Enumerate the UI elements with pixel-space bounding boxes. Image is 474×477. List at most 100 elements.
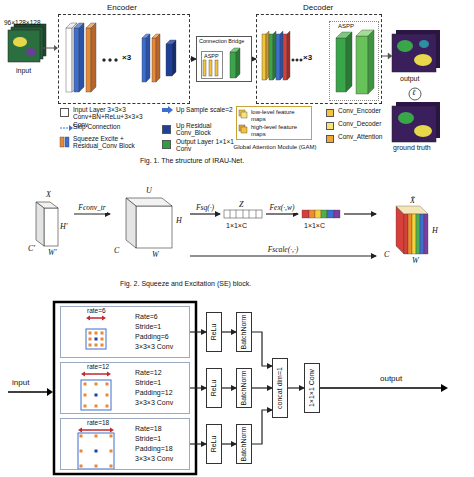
input-volume xyxy=(8,24,58,62)
ground-truth-label: ground truth xyxy=(393,144,431,152)
se-cube-scaled xyxy=(396,206,428,254)
connector xyxy=(222,331,236,332)
connector xyxy=(190,213,220,214)
legend-text: Up Sample scale=2 xyxy=(176,106,234,113)
node-text: ReLu xyxy=(210,380,218,397)
bridge-blocks xyxy=(203,48,240,78)
connection-bridge: Connection BridgeASPP xyxy=(196,36,252,82)
node-text: H' xyxy=(60,222,68,231)
figure-caption: Fig. 1. The structure of IRAU-Net. xyxy=(140,157,244,165)
concat-box: concat dim=1 xyxy=(272,358,288,418)
connector xyxy=(74,213,110,214)
node-text: Padding=6 xyxy=(135,333,169,341)
squeeze-bar xyxy=(224,210,262,218)
legend-text: Up Residual Conv_Block xyxy=(176,122,234,137)
connector xyxy=(252,332,272,366)
node-text: concat dim=1 xyxy=(276,367,284,409)
legend-text: Conv_Attention xyxy=(338,133,388,140)
node-text: rate=6 xyxy=(87,307,106,314)
dimension-label: 96×128×128 xyxy=(4,19,41,26)
legend-swatch xyxy=(326,109,334,117)
node-text: Stride=1 xyxy=(135,323,161,331)
node-text: C xyxy=(384,250,389,259)
node-text: H xyxy=(432,226,438,235)
node-text: 3×3×3 Conv xyxy=(135,399,173,407)
node-text: Rate=6 xyxy=(135,313,158,321)
aspp-frame xyxy=(8,302,448,474)
excitation-vector: 1×1×C xyxy=(298,200,344,240)
connector xyxy=(190,387,206,388)
connector xyxy=(266,213,298,214)
aspp-box: ASPP xyxy=(329,21,379,101)
connector xyxy=(190,255,376,256)
node-text: 3×3×3 Conv xyxy=(135,455,173,463)
dilated-conv-box: rate=6Rate=6Stride=1Padding=63×3×3 Conv xyxy=(60,306,190,358)
node-text: BatchNorm xyxy=(240,426,248,461)
connector xyxy=(344,213,376,214)
node-text: Decoder xyxy=(303,3,333,12)
node-text: W xyxy=(152,250,159,259)
legend-text: Squeeze Excite + Residual_Conv Block xyxy=(73,135,158,150)
dilated-kernel-grids xyxy=(78,329,114,469)
node-text: Padding=18 xyxy=(135,445,173,453)
attention-module: low-level feature mapshigh-level feature… xyxy=(236,106,312,140)
output-volume xyxy=(392,30,440,72)
connector xyxy=(190,443,206,444)
batchnorm-box: BatchNorm xyxy=(236,312,252,352)
legend-text: Output Layer 1×1×1 Conv xyxy=(176,138,234,153)
relu-box: ReLu xyxy=(206,312,222,352)
loss-symbol: ℓ xyxy=(412,88,415,97)
legend-swatch xyxy=(162,140,171,149)
dilated-conv-box: rate=12Rate=12Stride=1Padding=123×3×3 Co… xyxy=(60,362,190,414)
output-label: output xyxy=(380,374,402,383)
edge-label: Fsq(·) xyxy=(195,204,215,213)
node-text: Connection Bridge xyxy=(199,38,253,44)
output-label: output xyxy=(400,75,419,83)
input-label: input xyxy=(12,378,29,387)
decoder-region: DecoderASPP xyxy=(256,14,382,104)
node-text: Stride=1 xyxy=(135,435,161,443)
node-text: Rate=18 xyxy=(135,425,162,433)
node-text: Rate=12 xyxy=(135,369,162,377)
node-text: W xyxy=(412,256,419,265)
se-cube-x xyxy=(36,202,58,246)
node-text: BatchNorm xyxy=(240,370,248,405)
node-text: low-level feature maps xyxy=(251,109,311,123)
connector xyxy=(222,443,236,444)
node-text: 1×1×C xyxy=(226,222,247,230)
feature-cube: XH'W'C' xyxy=(18,190,74,262)
dilation-arrows xyxy=(78,316,114,433)
node-text: 1×1×C xyxy=(304,222,325,230)
node-text: rate=18 xyxy=(87,419,109,426)
connector xyxy=(252,387,272,388)
node-text: rate=12 xyxy=(87,363,109,370)
decoder-blocks xyxy=(262,30,392,94)
feature-cube: UHWC xyxy=(110,186,190,262)
connector xyxy=(252,410,272,444)
edge-label: Fex(·,w) xyxy=(269,204,296,213)
conv-box: 1×1×1 Conv xyxy=(304,363,320,413)
figure-caption: Fig. 2. Squeeze and Excitation (SE) bloc… xyxy=(120,280,251,288)
node-text: 1×1×1 Conv xyxy=(308,369,316,407)
squeeze-vector: Z1×1×C xyxy=(220,200,266,240)
repeat-count: ×3 xyxy=(303,53,312,62)
connector xyxy=(190,331,206,332)
node-text: high-level feature maps xyxy=(251,124,311,138)
ground-truth-volume xyxy=(392,102,440,142)
aspp-box: ASPP xyxy=(201,51,223,79)
relu-box: ReLu xyxy=(206,424,222,464)
node-text: H xyxy=(176,216,182,225)
legend-swatch xyxy=(60,108,69,117)
excitation-bar xyxy=(302,210,340,218)
node-text: BatchNorm xyxy=(240,314,248,349)
node-text: ASPP xyxy=(338,23,354,30)
legend-text: Conv_Decoder xyxy=(338,120,388,127)
repeat-count: ×3 xyxy=(122,53,131,62)
node-text: ReLu xyxy=(210,436,218,453)
encoder-blocks xyxy=(66,23,176,92)
node-text: ASPP xyxy=(204,53,219,59)
legend-swatch xyxy=(326,122,334,130)
node-text: C' xyxy=(28,244,35,253)
node-text: Encoder xyxy=(107,3,137,12)
